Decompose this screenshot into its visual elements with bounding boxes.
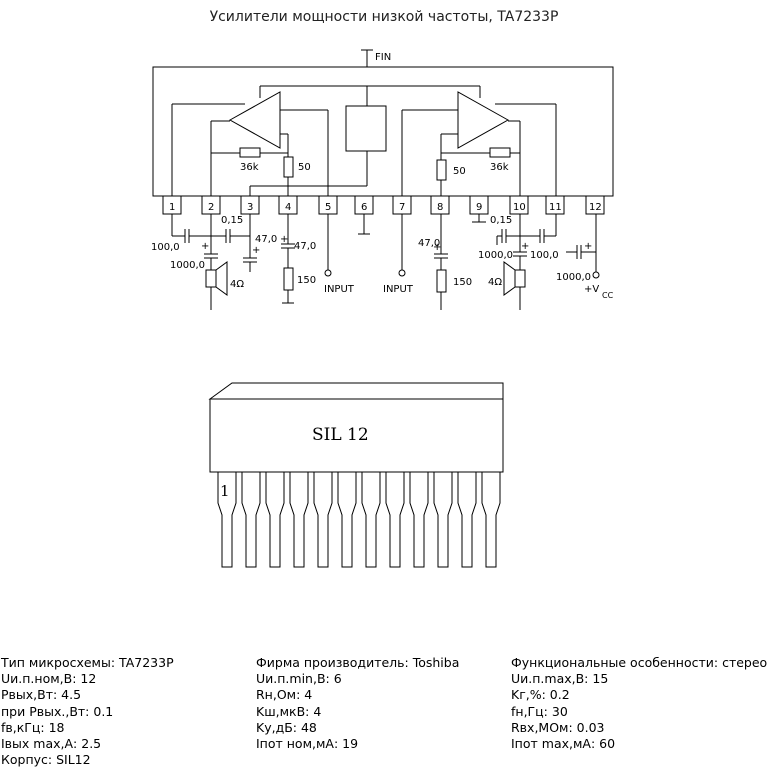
pin-label-4: 4	[285, 202, 291, 213]
resistor-36k-left	[239, 147, 261, 158]
opamp-left	[228, 91, 281, 149]
package-lead-1	[217, 472, 237, 568]
plus-right-1000: +	[521, 241, 529, 252]
resistor-36k-right	[489, 147, 511, 158]
label-1000-vcc: 1000,0	[556, 272, 591, 283]
pin-label-10: 10	[513, 202, 526, 213]
pin-11	[545, 195, 565, 215]
specs-table: Тип микросхемы: TA7233P Uи.п.ном,В: 12 P…	[0, 655, 768, 775]
pin-label-5: 5	[325, 202, 331, 213]
package-lead-6	[337, 472, 357, 568]
pin-label-12: 12	[589, 202, 602, 213]
spec-manufacturer: Фирма производитель: Toshiba	[256, 655, 460, 670]
package-pin1-label: 1	[220, 482, 230, 500]
label-vcc: +V	[584, 284, 599, 295]
spec-package: Корпус: SIL12	[1, 752, 91, 768]
package-lead-4	[289, 472, 309, 568]
spec-power-out: Pвых,Вт: 4.5	[1, 687, 82, 703]
package-lead-5	[313, 472, 333, 568]
spec-iq-nom: Iпот ном,мА: 19	[256, 735, 359, 751]
spec-noise: Kш,мкВ: 4	[256, 703, 322, 719]
package-lead-3	[265, 472, 285, 568]
fin-label: FIN	[375, 52, 391, 63]
spec-supply-max: Uи.п.max,В: 15	[511, 671, 609, 687]
pin-label-2: 2	[208, 202, 214, 213]
label-36k-right: 36k	[490, 162, 509, 173]
plus-left-1000: +	[201, 241, 209, 252]
spec-freq-lower: fн,Гц: 30	[511, 703, 568, 719]
specs-col-3: Функциональные особенности: стерео Uи.п.…	[511, 655, 767, 752]
package-lead-2	[241, 472, 261, 568]
package-lead-11	[457, 472, 477, 568]
pin-12	[585, 195, 605, 215]
spec-rin: Rвх,МОм: 0.03	[511, 719, 605, 735]
speaker-left	[205, 269, 217, 288]
specs-col-2: Фирма производитель: Toshiba Uи.п.min,В:…	[256, 655, 459, 752]
label-150-left: 150	[297, 275, 316, 286]
package-lead-9	[409, 472, 429, 568]
spec-load: Rн,Ом: 4	[256, 687, 313, 703]
pin-label-7: 7	[399, 202, 405, 213]
plus-47-c: +	[433, 242, 441, 253]
spec-at-power: при Pвых.,Вт: 0.1	[1, 703, 114, 719]
pin-label-3: 3	[247, 202, 253, 213]
pin-label-8: 8	[437, 202, 443, 213]
spec-gain: Kу,дБ: 48	[256, 719, 317, 735]
label-015-left: 0,15	[221, 215, 243, 226]
label-4ohm-left: 4Ω	[230, 279, 244, 290]
pin-label-11: 11	[549, 202, 562, 213]
spec-thd: Kг,%: 0.2	[511, 687, 570, 703]
resistor-50-left	[283, 156, 294, 178]
plus-47-b: +	[280, 234, 288, 245]
resistor-150-right	[436, 269, 447, 293]
label-vcc-sub: CC	[602, 291, 614, 300]
label-47-c: 47,0	[418, 238, 440, 249]
spec-supply-nom: Uи.п.ном,В: 12	[1, 671, 97, 687]
center-block	[345, 105, 387, 152]
spec-supply-min: Uи.п.min,В: 6	[256, 671, 342, 687]
specs-col-1: Тип микросхемы: TA7233P Uи.п.ном,В: 12 P…	[1, 655, 174, 768]
package-top	[208, 382, 504, 400]
pin-8	[430, 195, 450, 215]
label-1000-right: 1000,0	[478, 250, 513, 261]
spec-freq-upper: fв,кГц: 18	[1, 719, 65, 735]
chip-body	[152, 66, 614, 197]
label-input-right: INPUT	[383, 284, 414, 295]
label-4ohm-right: 4Ω	[488, 277, 502, 288]
package-lead-8	[385, 472, 405, 568]
label-47-b: 47,0	[294, 241, 316, 252]
package-drawing: SIL 12 1	[208, 382, 504, 568]
resistor-50-right	[436, 159, 447, 181]
amplifier-schematic: FIN 1 2 3 4 5 6 7 8 9 10 11 12 36k 50 36…	[151, 49, 614, 310]
label-50-left: 50	[298, 162, 311, 173]
pin-label-9: 9	[476, 202, 482, 213]
package-label: SIL 12	[312, 425, 369, 445]
spec-iout-max: Iвых max,А: 2.5	[1, 735, 102, 751]
label-47-a: 47,0	[255, 234, 277, 245]
label-50-right: 50	[453, 166, 466, 177]
label-input-left: INPUT	[324, 284, 355, 295]
label-100-left: 100,0	[151, 242, 180, 253]
spec-features: Функциональные особенности: стерео	[511, 655, 768, 670]
page-title: Усилители мощности низкой частоты, TA723…	[209, 9, 559, 25]
label-150-right: 150	[453, 277, 472, 288]
pin-10	[509, 195, 529, 215]
package-lead-12	[481, 472, 501, 568]
label-015-right: 0,15	[490, 215, 512, 226]
spec-iq-max: Iпот max,мА: 60	[511, 735, 616, 751]
speaker-right	[514, 269, 526, 288]
pin-label-6: 6	[361, 202, 367, 213]
package-lead-10	[433, 472, 453, 568]
label-1000-left: 1000,0	[170, 260, 205, 271]
plus-47-a: +	[252, 245, 260, 256]
opamp-right	[457, 91, 510, 149]
pin-label-1: 1	[169, 202, 175, 213]
package-lead-7	[361, 472, 381, 568]
label-36k-left: 36k	[240, 162, 259, 173]
label-100-right: 100,0	[530, 250, 559, 261]
plus-vcc-cap: +	[584, 241, 592, 252]
resistor-150-left	[283, 267, 294, 291]
spec-chip-type: Тип микросхемы: TA7233P	[1, 655, 174, 670]
